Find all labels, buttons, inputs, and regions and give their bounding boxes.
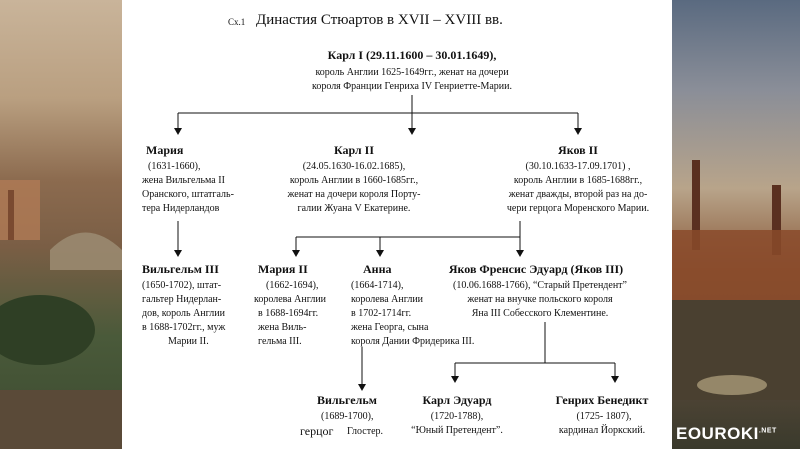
anna-line: жена Георга, сына	[351, 322, 429, 333]
background-painting-left	[0, 0, 122, 449]
yakov-iii-line: женат на внучке польского короля	[467, 294, 613, 305]
wilhelm-iii-line: Марии II.	[168, 336, 209, 347]
left-scenery	[0, 180, 122, 449]
karl-ii-line: король Англии в 1660-1685гг.,	[289, 175, 419, 186]
karl-ii-line: (24.05.1630-16.02.1685),	[302, 161, 406, 172]
wilhelm-iii-line: в 1688-1702гг., муж	[142, 322, 226, 333]
karl-ii-name: Карл II	[334, 143, 374, 157]
watermark-text: EOUROKI	[676, 424, 759, 443]
wilhelm-duke-name: Вильгельм	[317, 393, 377, 407]
anna-line: королева Англии	[351, 294, 424, 305]
anna-name: Анна	[363, 262, 392, 276]
maria-line: (1631-1660),	[148, 161, 201, 172]
anna-line: в 1702-1714гг.	[351, 308, 412, 319]
maria-ii-line: жена Виль-	[258, 322, 307, 333]
anna-line: (1664-1714),	[351, 280, 404, 291]
wilhelm-duke-place: Глостер.	[347, 426, 384, 437]
maria-line: Оранского, штатгаль-	[142, 189, 234, 200]
karl-eduard-line: “Юный Претендент”.	[411, 425, 503, 436]
maria-line: тера Нидерландов	[142, 203, 220, 214]
tree-connector-lines	[174, 95, 619, 391]
wilhelm-iii-line: дов, король Англии	[142, 308, 225, 319]
watermark-logo: EOUROKI.NET	[676, 424, 777, 444]
scheme-label: Сх.1	[228, 17, 246, 27]
yakov-ii-line: чери герцога Моренского Марии.	[506, 203, 650, 214]
background-painting-right	[672, 0, 800, 449]
karl-eduard-name: Карл Эдуард	[422, 393, 492, 407]
right-scenery	[672, 160, 800, 400]
wilhelm-duke-title: герцог	[300, 424, 334, 438]
maria-name: Мария	[146, 143, 184, 157]
henry-benedict-line: кардинал Йоркский.	[558, 425, 646, 436]
yakov-ii-name: Яков II	[558, 143, 598, 157]
henry-benedict-line: (1725- 1807),	[576, 411, 632, 422]
maria-ii-line: королева Англии	[254, 294, 327, 305]
wilhelm-duke-line: (1689-1700),	[321, 411, 374, 422]
yakov-ii-line: женат дважды, второй раз на до-	[508, 189, 648, 200]
yakov-ii-line: король Англии в 1685-1688гг.,	[513, 175, 643, 186]
wilhelm-iii-line: гальтер Нидерлан-	[142, 294, 222, 305]
maria-ii-line: гельма III.	[258, 336, 302, 347]
yakov-iii-line: (10.06.1688-1766), “Старый Претендент”	[453, 280, 627, 291]
karl-ii-line: галии Жуана V Екатерине.	[297, 203, 411, 214]
root-person-line-1: король Англии 1625-1649гг., женат на доч…	[315, 67, 509, 78]
genealogy-sheet: Сх.1 Династия Стюартов в XVII – XVIII вв…	[122, 0, 672, 449]
root-person-line-2: короля Франции Генриха IV Генриетте-Мари…	[311, 81, 513, 92]
yakov-iii-name: Яков Френсис Эдуард (Яков III)	[448, 262, 624, 276]
root-person-name: Карл I (29.11.1600 – 30.01.1649),	[327, 48, 497, 62]
henry-benedict-name: Генрих Бенедикт	[555, 393, 649, 407]
page-title: Династия Стюартов в XVII – XVIII вв.	[256, 12, 503, 28]
wilhelm-iii-line: (1650-1702), штат-	[142, 280, 222, 291]
maria-line: жена Вильгельма II	[142, 175, 225, 186]
wilhelm-iii-name: Вильгельм III	[142, 262, 219, 276]
anna-line: короля Дании Фридерика III.	[351, 336, 475, 347]
maria-ii-name: Мария II	[258, 262, 308, 276]
maria-ii-line: (1662-1694),	[266, 280, 319, 291]
yakov-iii-line: Яна III Собесского Клементине.	[471, 308, 609, 319]
karl-ii-line: женат на дочери короля Порту-	[287, 189, 421, 200]
watermark-suffix: .NET	[758, 427, 777, 435]
yakov-ii-line: (30.10.1633-17.09.1701) ,	[525, 161, 631, 172]
maria-ii-line: в 1688-1694гг.	[258, 308, 319, 319]
karl-eduard-line: (1720-1788),	[430, 411, 484, 422]
